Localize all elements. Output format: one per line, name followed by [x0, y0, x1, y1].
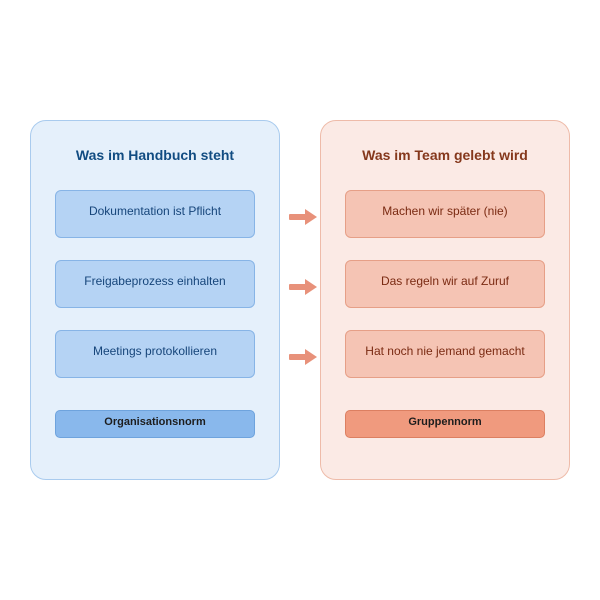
team-item-later: Machen wir später (nie): [345, 190, 545, 238]
team-item-on-call: Das regeln wir auf Zuruf: [345, 260, 545, 308]
team-panel-title: Was im Team gelebt wird: [362, 147, 528, 163]
arrow-3: [289, 349, 317, 365]
handbook-panel-title: Was im Handbuch steht: [75, 147, 235, 163]
handbook-item-approval: Freigabeprozess einhalten: [55, 260, 255, 308]
organisation-norm-label: Organisationsnorm: [55, 410, 255, 438]
handbook-item-documentation: Dokumentation ist Pflicht: [55, 190, 255, 238]
handbook-panel: Was im Handbuch steht Dokumentation ist …: [30, 120, 280, 480]
handbook-item-meetings: Meetings protokollieren: [55, 330, 255, 378]
team-item-never: Hat noch nie jemand gemacht: [345, 330, 545, 378]
group-norm-label: Gruppennorm: [345, 410, 545, 438]
team-panel: Was im Team gelebt wird Machen wir späte…: [320, 120, 570, 480]
arrow-2: [289, 279, 317, 295]
arrow-1: [289, 209, 317, 225]
